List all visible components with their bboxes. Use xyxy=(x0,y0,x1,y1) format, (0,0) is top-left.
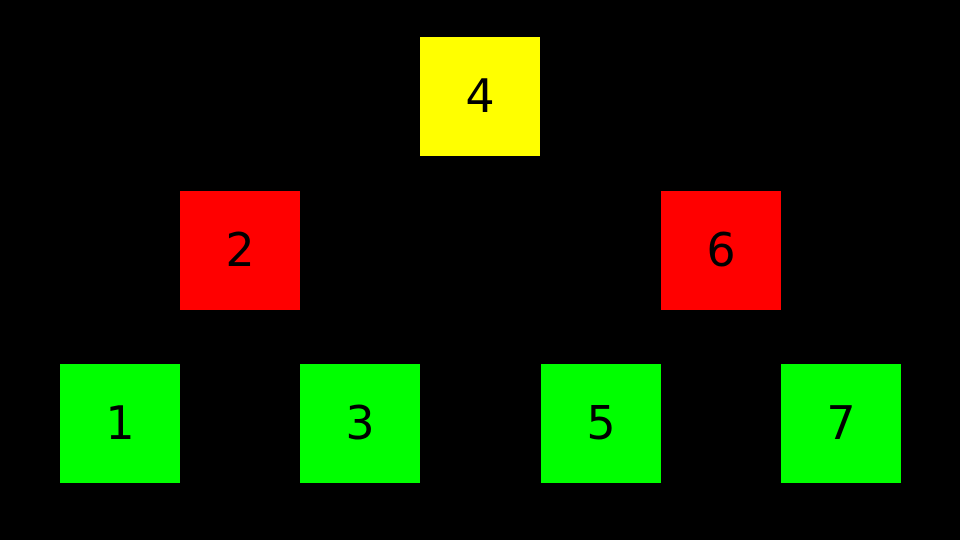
tree-node[interactable]: 4 xyxy=(420,37,540,156)
tree-node[interactable]: 6 xyxy=(661,191,781,310)
tree-node-label: 1 xyxy=(105,395,135,450)
tree-node-label: 6 xyxy=(706,222,736,277)
tree-node[interactable]: 7 xyxy=(781,364,901,483)
tree-node[interactable]: 2 xyxy=(180,191,300,310)
tree-node[interactable]: 1 xyxy=(60,364,180,483)
tree-node-label: 3 xyxy=(345,395,375,450)
tree-node[interactable]: 3 xyxy=(300,364,420,483)
tree-node[interactable]: 5 xyxy=(541,364,661,483)
tree-node-label: 5 xyxy=(586,395,616,450)
tree-node-label: 2 xyxy=(225,222,255,277)
tree-node-label: 7 xyxy=(826,395,856,450)
tree-node-label: 4 xyxy=(465,68,495,123)
